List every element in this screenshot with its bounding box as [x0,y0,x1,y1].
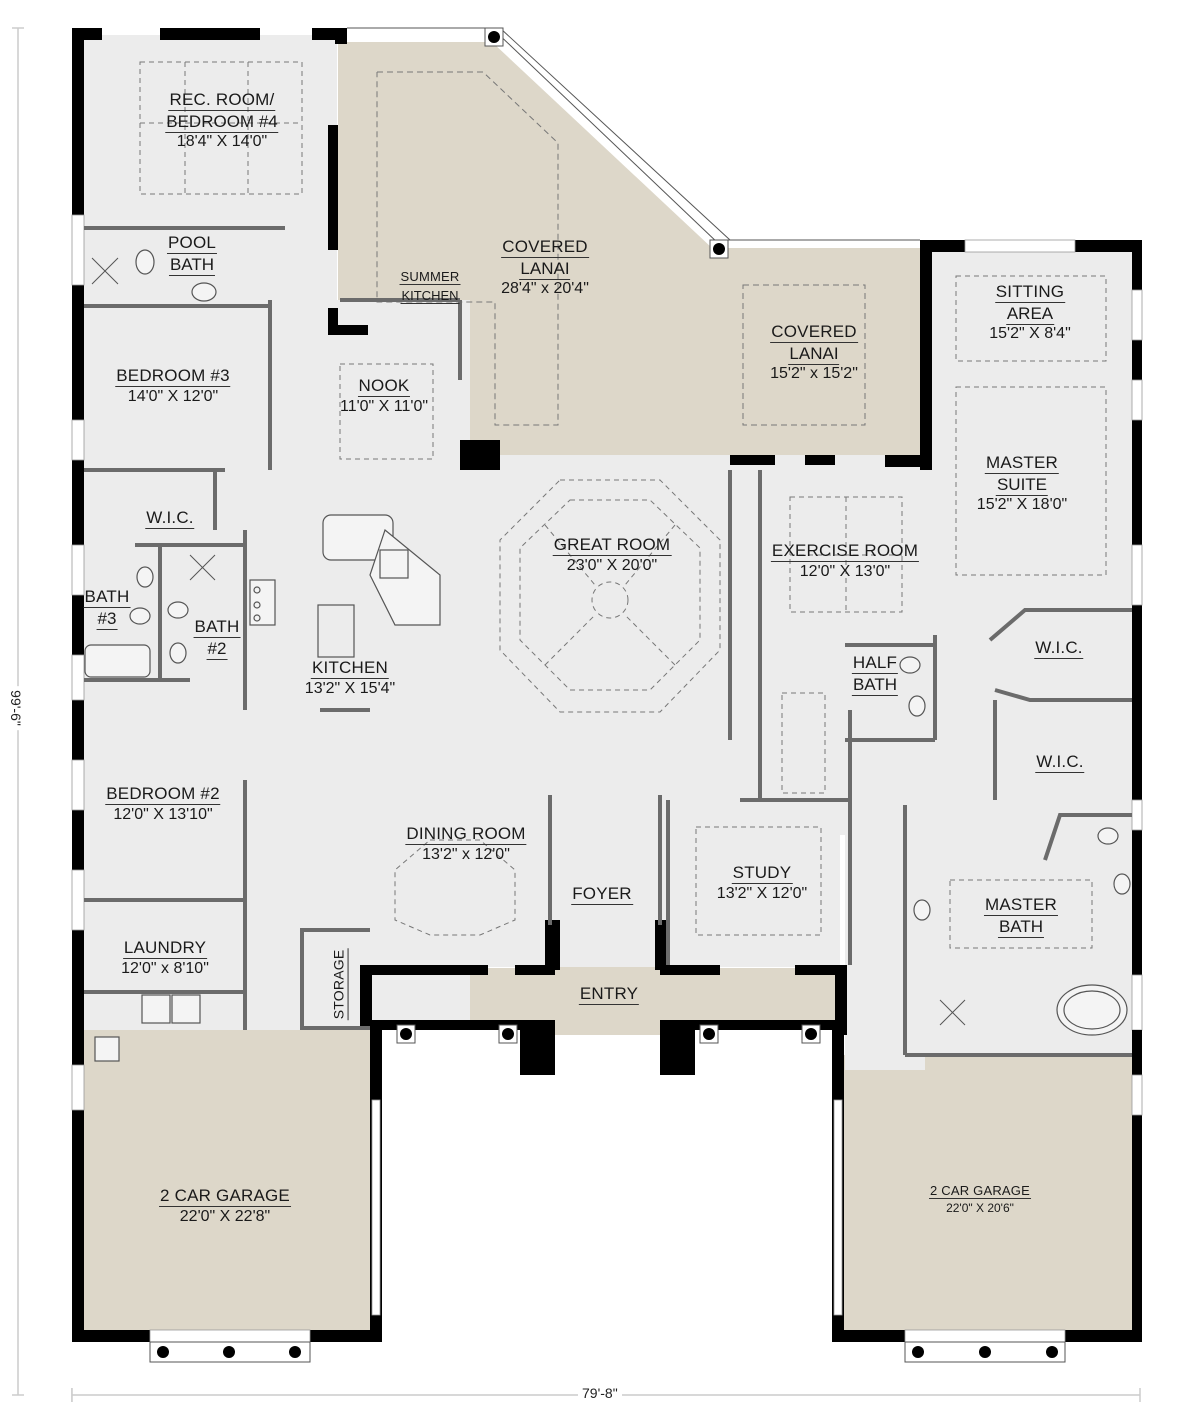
room-label-study: STUDY 13'2" X 12'0" [716,863,808,903]
overall-width-dimension: 79'-8" [578,1385,622,1401]
great-room-ceiling-beams [544,524,676,666]
room-label-bedroom-2: BEDROOM #2 12'0" X 13'10" [105,784,221,824]
room-label-dining-room: DINING ROOM 13'2" x 12'0" [405,824,527,864]
room-label-wic-master-2: W.I.C. [1035,752,1085,774]
fixtures [84,249,1131,1062]
room-label-covered-lanai-main: COVERED LANAI 28'4" x 20'4" [501,237,589,298]
room-label-sitting-area: SITTING AREA 15'2" X 8'4" [989,282,1071,343]
room-label-master-suite: MASTER SUITE 15'2" X 18'0" [976,453,1068,514]
room-label-covered-lanai-side: COVERED LANAI 15'2" x 15'2" [770,322,858,383]
room-label-great-room: GREAT ROOM 23'0" X 20'0" [552,535,672,575]
room-label-wic-bedroom-3: W.I.C. [145,508,195,530]
room-label-entry: ENTRY [578,984,640,1006]
room-label-storage: STORAGE [330,948,349,1021]
windows [71,214,1143,1031]
room-label-bath-2: BATH #2 [193,617,241,661]
garage-front-columns [149,1341,1066,1363]
room-label-foyer: FOYER [571,884,633,906]
dashed-ceiling-outlines [139,61,1107,949]
room-label-wic-master-1: W.I.C. [1034,638,1084,660]
room-label-bedroom-3: BEDROOM #3 14'0" X 12'0" [115,366,231,406]
room-label-exercise-room: EXERCISE ROOM 12'0" X 13'0" [770,541,920,581]
room-label-nook: NOOK 11'0" X 11'0" [339,376,429,416]
covered-lanai-main-floor [338,42,920,462]
interior-areas [82,35,1138,1070]
room-label-garage-right: 2 CAR GARAGE 22'0" X 20'6" [929,1183,1031,1215]
interior-walls [84,226,1132,1057]
room-label-pool-bath: POOL BATH [166,233,218,277]
room-label-rec-room: REC. ROOM/ BEDROOM #4 18'4" X 14'0" [165,90,279,151]
room-label-master-bath: MASTER BATH [983,895,1059,939]
shower-marks [91,257,966,1026]
lanai-edge [347,27,920,246]
room-label-bath-3: BATH #3 [83,587,131,631]
room-label-half-bath: HALF BATH [851,653,899,697]
room-label-summer-kitchen: SUMMER KITCHEN [399,269,461,305]
room-label-laundry: LAUNDRY 12'0" x 8'10" [121,938,209,978]
room-label-kitchen: KITCHEN 13'2" X 15'4" [304,658,396,698]
room-label-garage-left: 2 CAR GARAGE 22'0" X 22'8" [159,1186,291,1226]
overall-depth-dimension: 99'-6" [7,686,24,730]
